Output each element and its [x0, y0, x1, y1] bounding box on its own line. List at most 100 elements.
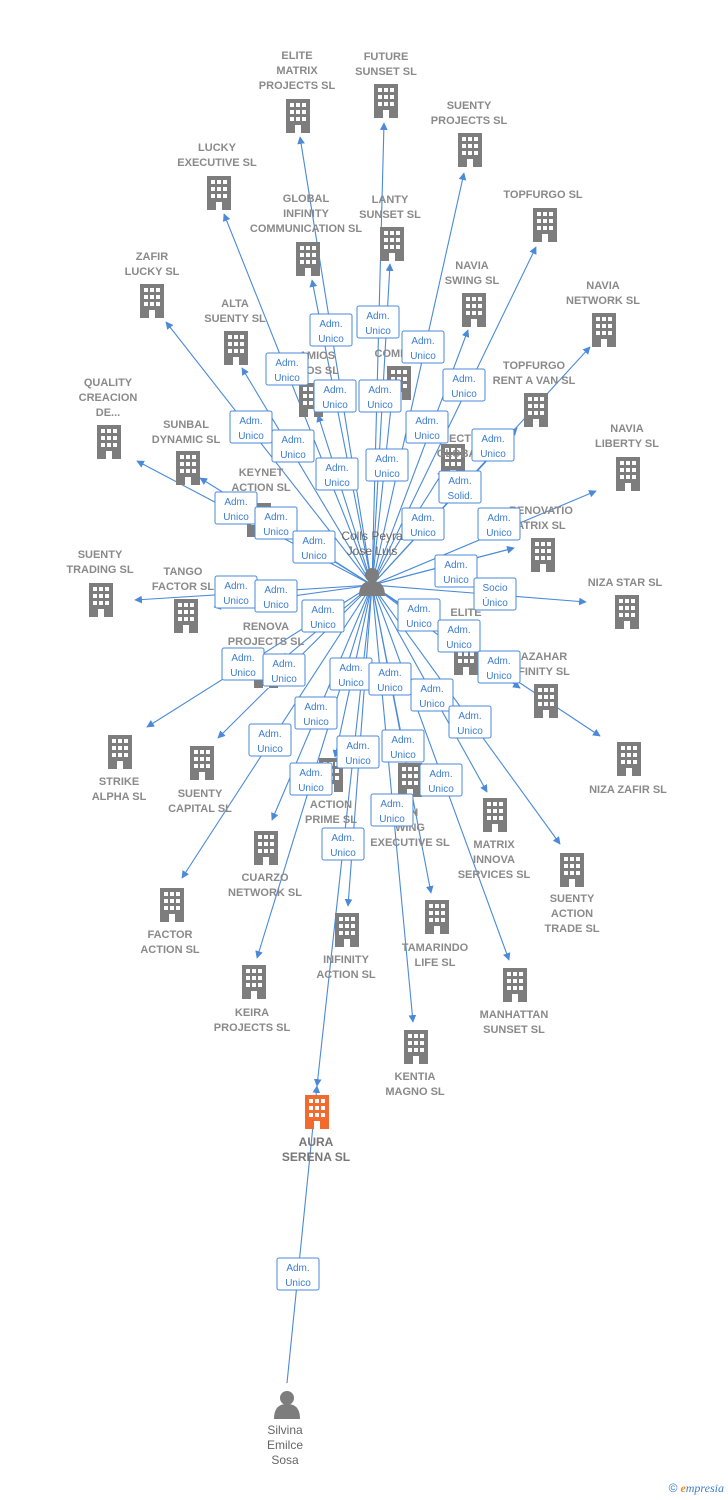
- badge-box: [368, 662, 412, 696]
- role-badge[interactable]: Adm.Unico: [434, 554, 478, 588]
- badge-text: Adm.: [275, 358, 298, 369]
- role-badge[interactable]: Adm.Unico: [401, 507, 445, 541]
- role-badge[interactable]: Adm.Unico: [410, 678, 454, 712]
- company-label-line: GLOBAL: [283, 193, 330, 205]
- role-badge[interactable]: Adm.Unico: [214, 575, 258, 609]
- role-badge[interactable]: Adm.Unico: [214, 491, 258, 525]
- role-badge[interactable]: Adm.Unico: [336, 735, 380, 769]
- role-badge[interactable]: Adm.Unico: [370, 793, 414, 827]
- role-badge[interactable]: Adm.Unico: [262, 653, 306, 687]
- badge-text: Unico: [274, 373, 300, 384]
- company-node-niza_zafir[interactable]: NIZA ZAFIR SL: [589, 742, 667, 796]
- role-badge[interactable]: Adm.Unico: [254, 579, 298, 613]
- badge-text: Unico: [428, 784, 454, 795]
- company-node-niza_star[interactable]: NIZA STAR SL: [588, 577, 663, 629]
- company-node-lanty[interactable]: LANTY SUNSET SL: [359, 194, 421, 261]
- badge-text: Adm.: [264, 585, 287, 596]
- role-badge[interactable]: Adm.Unico: [471, 428, 515, 462]
- role-badge[interactable]: Adm.Unico: [221, 647, 265, 681]
- role-badge[interactable]: Adm.Unico: [321, 827, 365, 861]
- company-label-line: ZAFIR: [136, 251, 168, 263]
- role-badge[interactable]: Adm.Unico: [365, 448, 409, 482]
- role-badge[interactable]: Adm.Unico: [437, 619, 481, 653]
- role-badge[interactable]: Adm.Unico: [368, 662, 412, 696]
- role-badge[interactable]: Adm.Unico: [442, 368, 486, 402]
- role-badge[interactable]: Adm. Unico: [265, 352, 309, 386]
- role-badge[interactable]: Adm.Unico: [294, 696, 338, 730]
- role-badge[interactable]: Adm.Unico: [271, 429, 315, 463]
- company-label-line: TOPFURGO SL: [503, 189, 583, 201]
- role-badge[interactable]: Adm.Unico: [292, 530, 336, 564]
- role-badge[interactable]: Adm.Unico: [419, 763, 463, 797]
- company-label: NIZA STAR SL: [588, 577, 663, 589]
- role-badge[interactable]: Adm.Unico: [477, 650, 521, 684]
- role-badge[interactable]: Adm.Unico: [276, 1257, 320, 1291]
- role-badge[interactable]: Adm.Unico: [248, 723, 292, 757]
- role-badge[interactable]: Adm.Unico: [356, 305, 400, 339]
- role-badge[interactable]: Adm.Unico: [358, 379, 402, 413]
- company-label-line: LANTY: [372, 194, 409, 206]
- brand-name: mpresia: [685, 1481, 724, 1495]
- company-label-line: SUNSET SL: [359, 209, 421, 221]
- role-badge[interactable]: Adm.Unico: [289, 762, 333, 796]
- role-badge[interactable]: Adm.Unico: [405, 410, 449, 444]
- role-badge[interactable]: Adm.Solid.: [438, 470, 482, 504]
- role-badge[interactable]: Adm.Unico: [309, 313, 353, 347]
- role-badge[interactable]: Adm.Unico: [477, 507, 521, 541]
- badge-box: [401, 330, 445, 364]
- building-icon: [458, 133, 482, 167]
- company-label-line: MAGNO SL: [385, 1086, 445, 1098]
- role-badge[interactable]: Adm.Unico: [301, 599, 345, 633]
- company-node-topfurgo[interactable]: TOPFURGO SL: [503, 189, 583, 242]
- role-badge[interactable]: Adm.Unico: [313, 379, 357, 413]
- company-label-line: RENOVATIO: [509, 505, 573, 517]
- role-badge[interactable]: Adm.Unico: [448, 705, 492, 739]
- role-badge[interactable]: Adm.Unico: [397, 598, 441, 632]
- role-badge[interactable]: Adm.Unico: [315, 457, 359, 491]
- company-node-comercial[interactable]: COME: [375, 348, 412, 400]
- role-badge[interactable]: Adm.Unico: [401, 330, 445, 364]
- role-badge[interactable]: Adm.Unico: [254, 506, 298, 540]
- role-badge[interactable]: Adm.Unico: [229, 410, 273, 444]
- role-badge[interactable]: Adm.Unico: [381, 729, 425, 763]
- role-badge[interactable]: Adm.Unico: [329, 657, 373, 691]
